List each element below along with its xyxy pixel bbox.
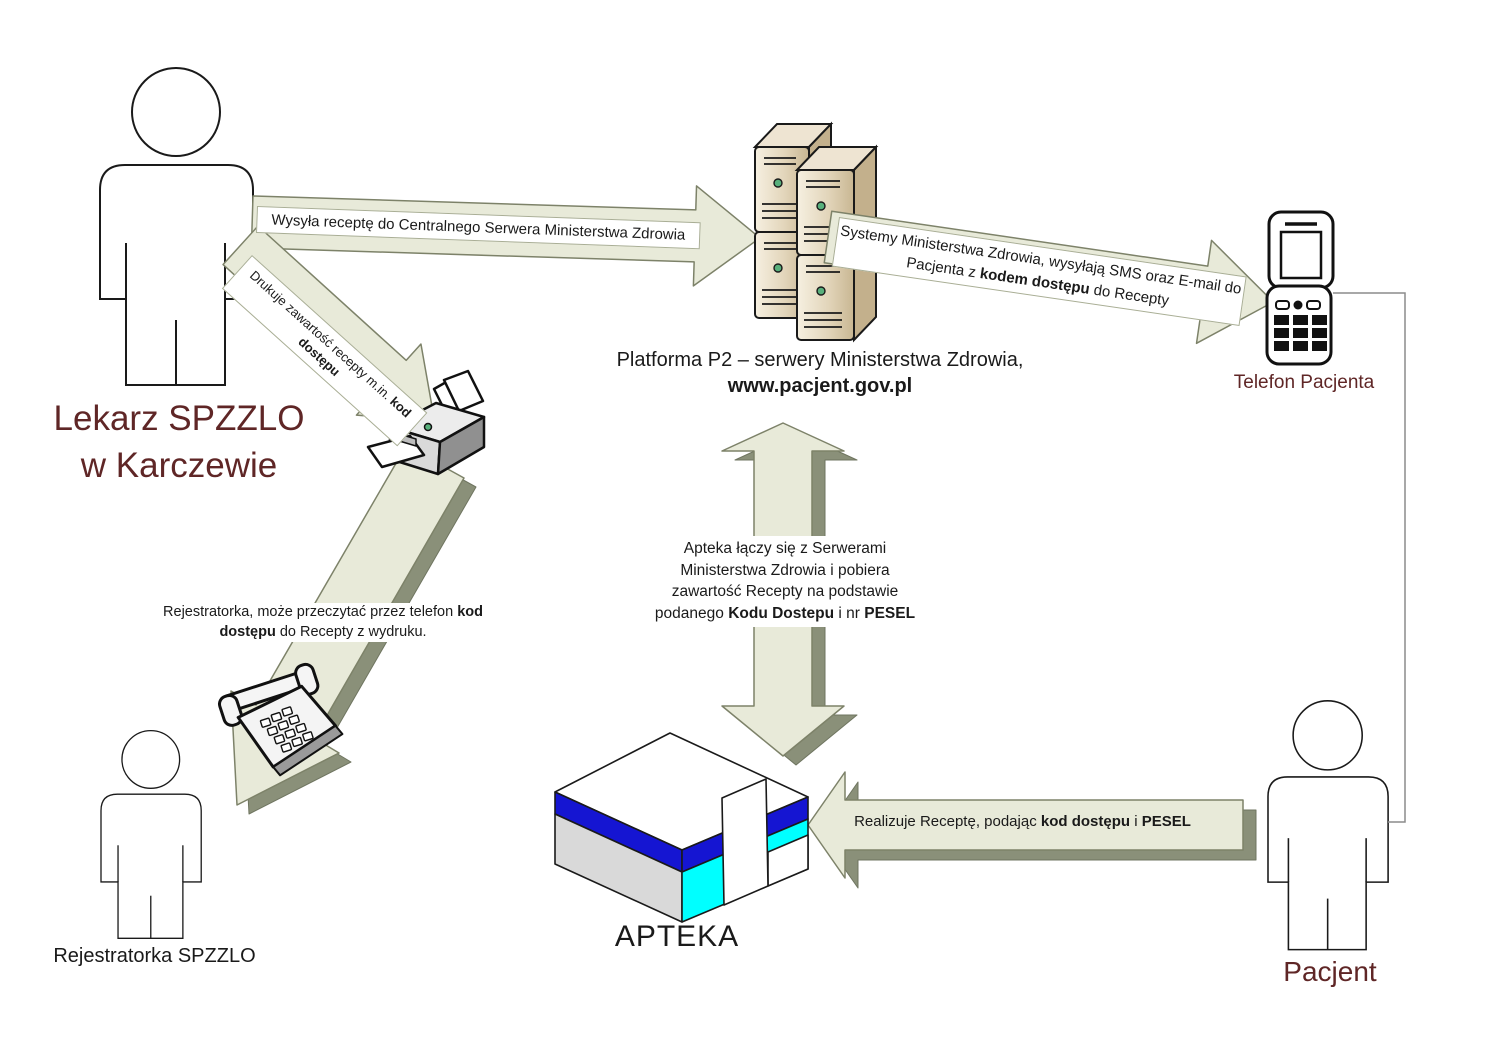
text-segment: Realizuje Receptę, podając (854, 813, 1041, 830)
registrar-read-label: Rejestratorka, może przeczytać przez tel… (158, 603, 488, 643)
text-segment-bold: kod (457, 604, 483, 620)
doctor-label-line2: w Karczewie (80, 446, 278, 486)
pharmacy-fetch-label: Apteka łączy się z Serwerami Ministerstw… (635, 536, 935, 627)
text-segment-bold: Kodu Dostepu (728, 605, 835, 623)
desk-phone-icon (218, 662, 344, 777)
patient-phone-label: Telefon Pacjenta (1233, 372, 1375, 393)
text-segment: podanego (654, 605, 729, 623)
patient-person-icon (1267, 699, 1389, 951)
platform-url: www.pacjent.gov.pl (727, 375, 913, 397)
realize-prescription-arrow (807, 771, 1257, 889)
text-segment-bold: PESEL (864, 605, 916, 623)
text-segment-bold: dostępu (219, 623, 276, 640)
doctor-label-line1: Lekarz SPZZLO (53, 399, 305, 438)
text-segment: Rejestratorka, może przeczytać przez tel… (163, 604, 458, 620)
registrar-person-icon (100, 730, 202, 939)
flip-phone-icon (1265, 210, 1335, 366)
platform-label-line1: Platforma P2 – serwery Ministerstwa Zdro… (616, 349, 1024, 371)
text-segment: Ministerstwa Zdrowia i pobiera (680, 561, 890, 579)
patient-label: Pacjent (1283, 956, 1377, 987)
text-segment: zawartość Recepty na podstawie (671, 583, 899, 601)
text-segment: i (1130, 813, 1142, 830)
platform-label: Platforma P2 – serwery Ministerstwa Zdro… (610, 347, 1030, 399)
realize-prescription-label: Realizuje Receptę, podając kod dostępu i… (850, 813, 1195, 830)
text-segment: do Recepty z wydruku. (275, 623, 427, 640)
text-segment-bold: PESEL (1141, 813, 1191, 830)
registrar-label: Rejestratorka SPZZLO (53, 945, 256, 967)
phone-to-patient-connector-line (1333, 292, 1406, 823)
doctor-person-icon (99, 67, 254, 386)
pharmacy-label: APTEKA (614, 920, 740, 953)
text-segment: Apteka łączy się z Serwerami (683, 540, 887, 557)
pharmacy-building-icon (554, 732, 809, 923)
doctor-label: Lekarz SPZZLO w Karczewie (28, 395, 330, 490)
text-segment-bold: kod dostępu (1040, 813, 1131, 830)
text-segment: i nr (834, 605, 865, 623)
